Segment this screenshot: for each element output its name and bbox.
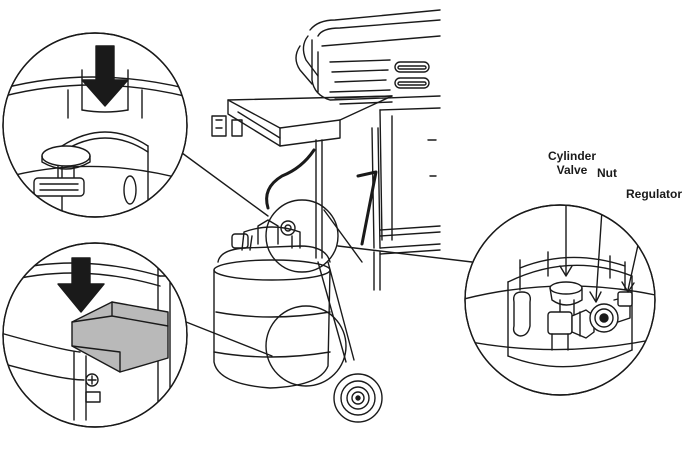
label-cylinder-valve-line2: Valve	[556, 163, 588, 177]
highlight-circle-base	[265, 305, 347, 387]
label-cylinder-valve-line1: Cylinder	[547, 149, 596, 163]
callout-connectors	[175, 149, 473, 357]
callout-cylinder-top	[2, 32, 188, 218]
label-nut: Nut	[597, 166, 617, 180]
arrow-down-icon	[57, 257, 105, 313]
propane-cylinder	[213, 219, 331, 389]
label-regulator: Regulator	[626, 187, 683, 201]
side-shelf	[227, 95, 393, 129]
callout-bracket	[2, 242, 188, 428]
grill-body	[211, 9, 441, 423]
arrow-down-icon	[81, 45, 129, 107]
highlight-circle-valve	[265, 199, 339, 273]
callout-valve-detail	[464, 204, 656, 396]
grill-wheel	[333, 373, 383, 423]
label-cylinder-valve: Cylinder Valve	[540, 149, 604, 177]
